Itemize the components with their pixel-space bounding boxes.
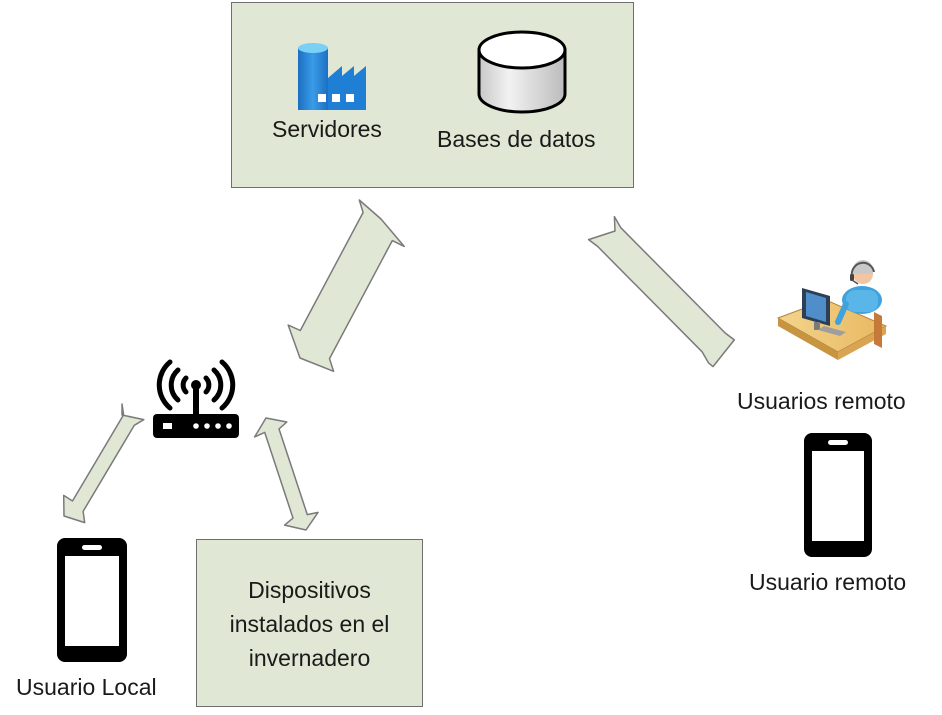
factory-server-icon: [298, 43, 366, 110]
remote-user-phone-icon: [804, 433, 872, 557]
double-arrow-router-server: [287, 199, 405, 373]
local-user-phone-icon: [57, 538, 127, 662]
remote-user-label: Usuario remoto: [749, 569, 907, 595]
greenhouse-devices-box: [196, 539, 423, 707]
devices-line-1: Dispositivos: [248, 577, 371, 603]
double-arrow-server-remote: [587, 215, 736, 368]
double-arrow-router-devices: [253, 417, 319, 531]
databases-label: Bases de datos: [437, 126, 596, 152]
devices-line-2: instalados en el: [229, 611, 390, 637]
remote-users-label: Usuarios remoto: [737, 388, 906, 414]
local-user-label: Usuario Local: [16, 674, 157, 700]
wifi-router-icon: [153, 359, 239, 438]
double-arrow-phone-router: [62, 403, 145, 524]
servers-label: Servidores: [272, 116, 382, 142]
greenhouse-devices-label: Dispositivos instalados en el invernader…: [196, 573, 423, 675]
operator-workstation-icon: [776, 260, 888, 360]
database-icon: [477, 30, 567, 114]
devices-line-3: invernadero: [248, 645, 371, 671]
